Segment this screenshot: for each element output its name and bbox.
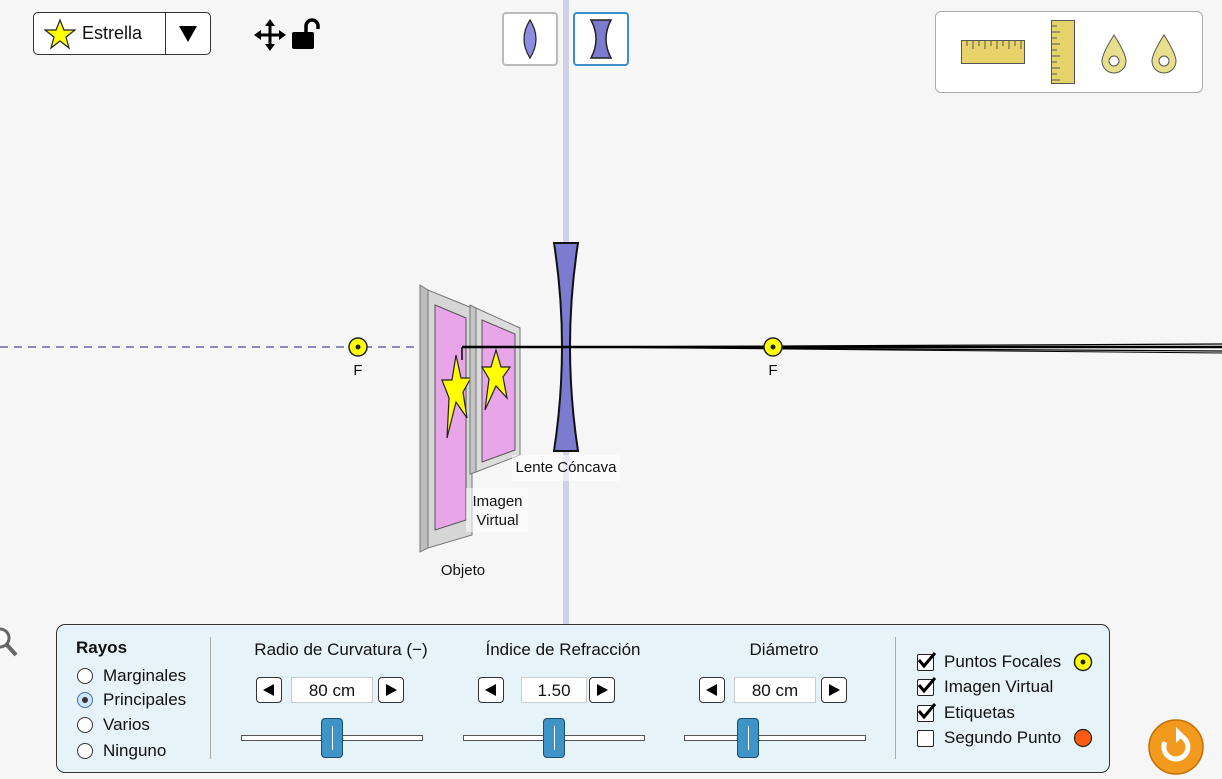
light-source-icon[interactable] bbox=[1150, 34, 1178, 74]
radio-ninguno[interactable]: Ninguno bbox=[77, 741, 166, 761]
radio-varios[interactable]: Varios bbox=[77, 715, 150, 735]
radius-slider-thumb[interactable] bbox=[321, 718, 343, 758]
arrow-right-icon bbox=[597, 684, 608, 696]
radio-button[interactable] bbox=[77, 668, 93, 684]
radius-title: Radio de Curvatura (−) bbox=[254, 640, 428, 659]
checkbox[interactable] bbox=[917, 676, 937, 696]
virtual-image-label: Imagen Virtual bbox=[472, 493, 523, 529]
concave-lens-icon bbox=[589, 19, 613, 59]
checkmark-icon bbox=[917, 702, 937, 719]
radius-increment-button[interactable] bbox=[378, 677, 404, 703]
radio-button[interactable] bbox=[77, 717, 93, 733]
checkbox-focal-points[interactable]: Puntos Focales bbox=[917, 651, 1093, 672]
refraction-index-increment-button[interactable] bbox=[589, 677, 615, 703]
diameter-control: Diámetro 80 cm bbox=[684, 625, 884, 774]
checkbox-second-point[interactable]: Segundo Punto bbox=[917, 728, 1093, 748]
diameter-value[interactable]: 80 cm bbox=[734, 677, 816, 703]
diameter-slider-track[interactable] bbox=[684, 735, 866, 741]
refraction-index-title: Índice de Refracción bbox=[485, 640, 641, 659]
focal-label-right: F bbox=[768, 362, 778, 379]
panel-divider bbox=[895, 637, 896, 759]
radius-value[interactable]: 80 cm bbox=[291, 677, 373, 703]
triangle-down-icon bbox=[179, 25, 197, 42]
diameter-title: Diámetro bbox=[749, 640, 819, 659]
refraction-index-value[interactable]: 1.50 bbox=[521, 677, 587, 703]
checkbox-virtual-image[interactable]: Imagen Virtual bbox=[917, 676, 1053, 697]
diameter-decrement-button[interactable] bbox=[699, 677, 725, 703]
arrow-left-icon bbox=[263, 684, 274, 696]
diameter-increment-button[interactable] bbox=[821, 677, 847, 703]
light-source-icon[interactable] bbox=[1100, 34, 1128, 74]
radio-principales[interactable]: Principales bbox=[77, 690, 186, 710]
vertical-ruler-icon[interactable] bbox=[1051, 20, 1075, 84]
refraction-index-slider-thumb[interactable] bbox=[543, 718, 565, 758]
radio-button-selected[interactable] bbox=[77, 692, 93, 708]
panel-divider bbox=[210, 637, 211, 759]
convex-lens-icon bbox=[523, 18, 537, 60]
orange-dot-icon bbox=[1074, 728, 1093, 748]
object-label: Objeto bbox=[440, 562, 486, 579]
zoom-magnifier-icon[interactable] bbox=[0, 624, 20, 658]
radius-decrement-button[interactable] bbox=[256, 677, 282, 703]
focal-point-right[interactable] bbox=[763, 337, 783, 357]
diameter-slider-thumb[interactable] bbox=[736, 718, 759, 758]
virtual-image-star bbox=[480, 347, 512, 411]
radio-marginales[interactable]: Marginales bbox=[77, 666, 186, 686]
arrow-right-icon bbox=[386, 684, 397, 696]
toolbox bbox=[935, 11, 1203, 93]
radio-button[interactable] bbox=[77, 743, 93, 759]
virtual-image-frame bbox=[469, 304, 521, 475]
refraction-index-decrement-button[interactable] bbox=[478, 677, 504, 703]
star-icon bbox=[44, 17, 76, 50]
checkbox-labels[interactable]: Etiquetas bbox=[917, 702, 1015, 723]
object-selector-label: Estrella bbox=[82, 23, 143, 43]
object-selector[interactable]: Estrella bbox=[33, 12, 211, 55]
dropdown-arrow-button[interactable] bbox=[165, 13, 210, 54]
convex-lens-button[interactable] bbox=[502, 12, 558, 66]
radius-control: Radio de Curvatura (−) 80 cm bbox=[241, 625, 441, 774]
lens-label: Lente Cóncava bbox=[515, 459, 617, 476]
focal-point-left[interactable] bbox=[348, 337, 368, 357]
control-panel: Rayos Marginales Principales Varios Ning… bbox=[56, 624, 1110, 773]
object-star bbox=[441, 354, 473, 439]
reset-all-button[interactable] bbox=[1148, 719, 1204, 775]
object-frame[interactable] bbox=[419, 284, 473, 553]
horizontal-ruler-icon[interactable] bbox=[961, 40, 1025, 64]
checkmark-icon bbox=[917, 651, 937, 668]
arrow-left-icon bbox=[706, 684, 717, 696]
checkbox[interactable] bbox=[917, 729, 934, 747]
focal-label-left: F bbox=[353, 362, 363, 379]
arrow-right-icon bbox=[829, 684, 840, 696]
concave-lens-button[interactable] bbox=[573, 12, 629, 66]
refraction-index-control: Índice de Refracción 1.50 bbox=[463, 625, 663, 774]
rays-title: Rayos bbox=[76, 638, 128, 657]
move-arrows-icon[interactable] bbox=[254, 19, 286, 51]
reset-arrow-icon bbox=[1161, 727, 1191, 762]
checkbox[interactable] bbox=[917, 651, 937, 671]
checkmark-icon bbox=[917, 676, 937, 693]
unlocked-padlock-icon[interactable] bbox=[291, 18, 321, 50]
yellow-focal-point-icon bbox=[1073, 652, 1093, 672]
arrow-left-icon bbox=[485, 684, 496, 696]
checkbox[interactable] bbox=[917, 702, 937, 722]
principal-rays bbox=[461, 343, 1222, 360]
